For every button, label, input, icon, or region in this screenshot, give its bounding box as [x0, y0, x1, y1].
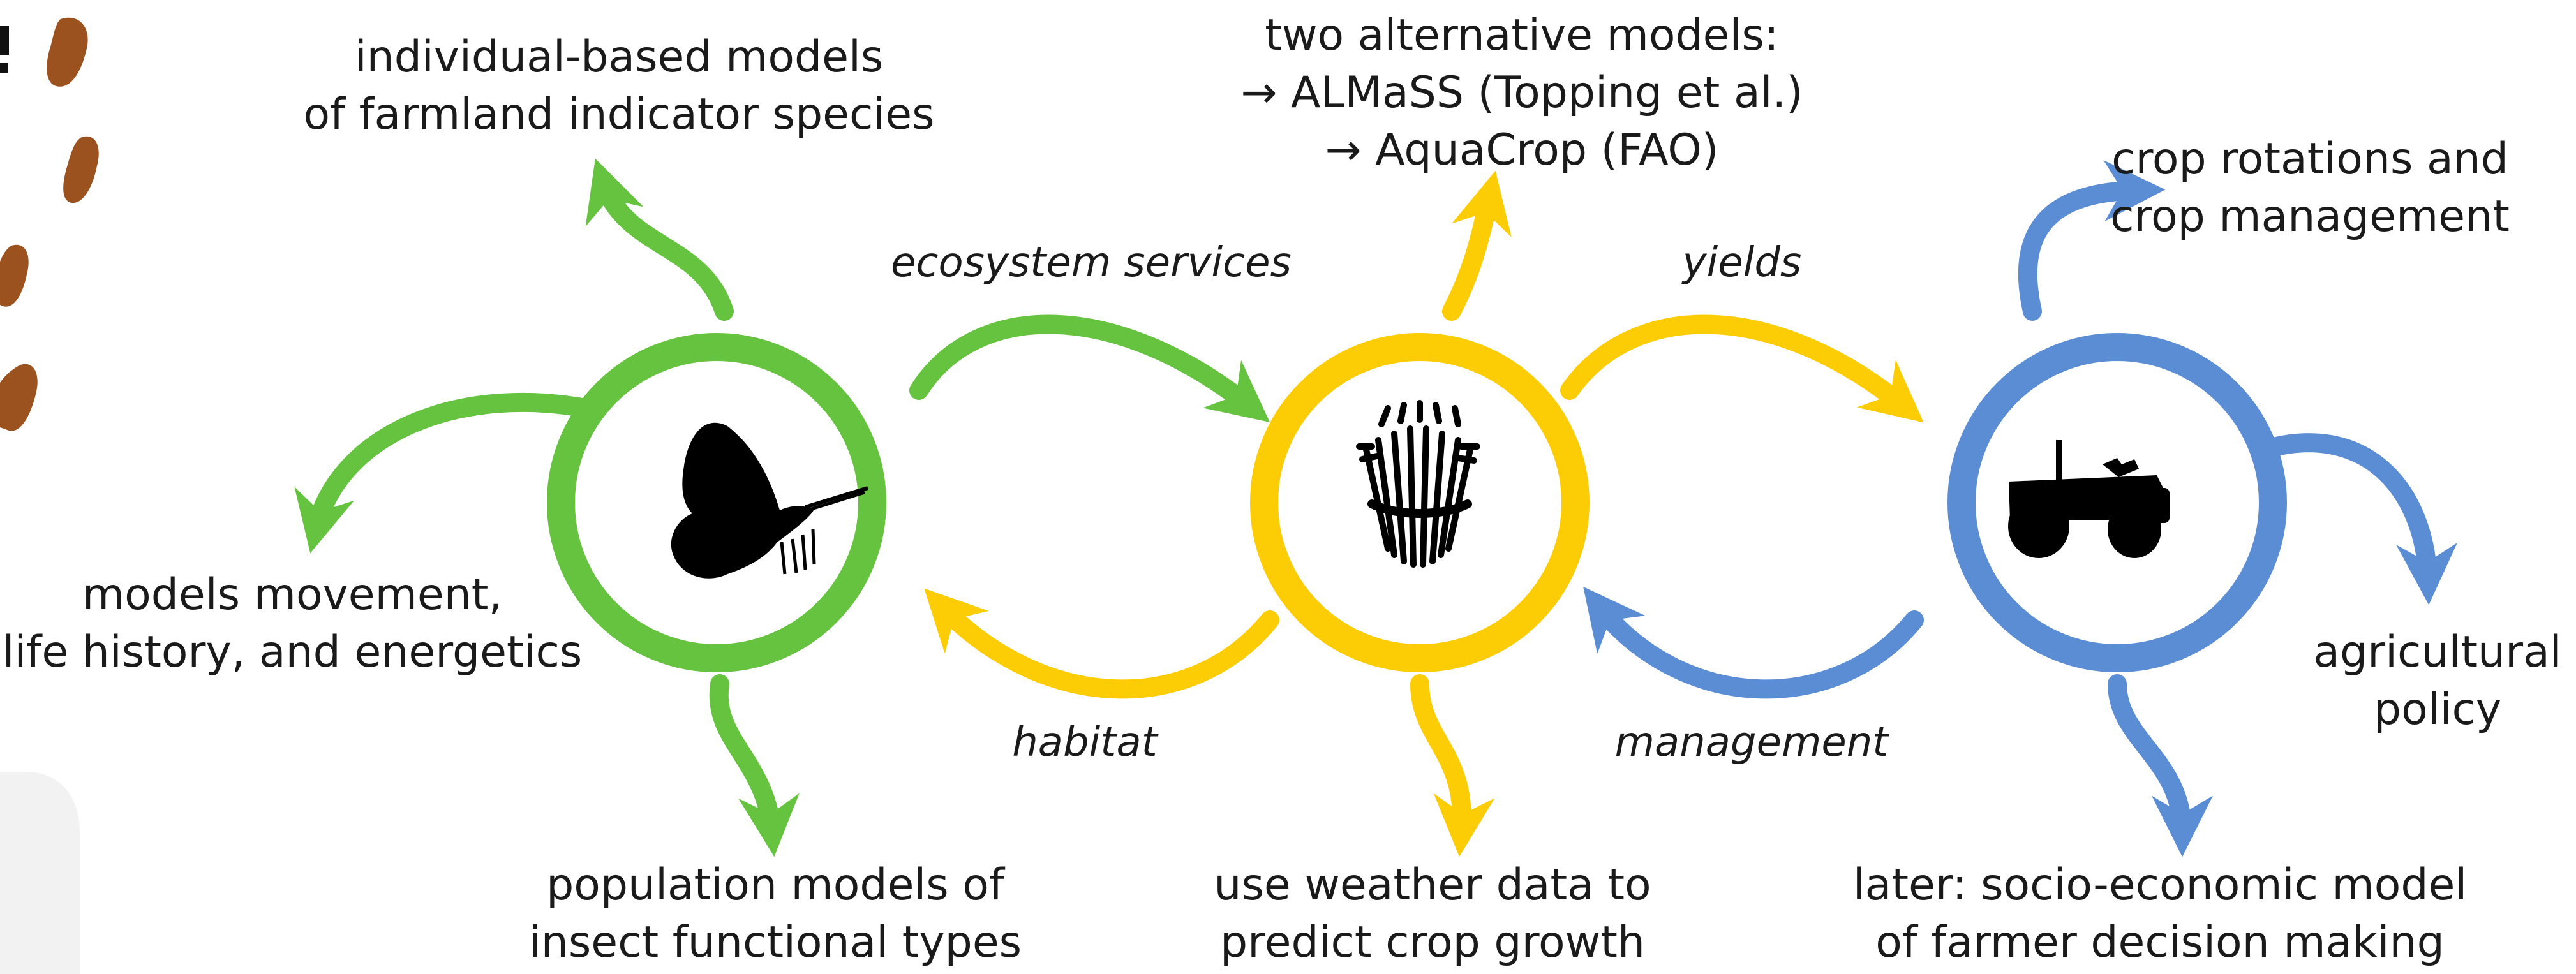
arrow-to-alternative-models: [1442, 170, 1512, 321]
policy-label-line2: policy: [2374, 684, 2501, 735]
insect-model-circle: [547, 333, 886, 672]
arrow-to-socio-economic: [2108, 674, 2213, 857]
management-label: management: [1615, 719, 1891, 766]
ibm-label-line2: of farmland indicator species: [303, 89, 934, 140]
crop-rotations-label-line1: crop rotations and: [2111, 134, 2508, 184]
crop-model-circle: [1250, 333, 1590, 672]
policy-label-line1: agricultural: [2313, 627, 2561, 677]
arrow-to-movement: [294, 392, 602, 554]
arrow-to-crop-rotations: [2018, 160, 2166, 321]
tractor-icon: [2008, 440, 2170, 558]
arrow-to-population: [709, 674, 800, 857]
movement-label-line2: life history, and energetics: [3, 627, 583, 677]
grey-panel-fragment: [0, 772, 80, 974]
yields-arrow: [1560, 314, 1924, 423]
yields-label: yields: [1681, 239, 1802, 286]
arrow-to-ibm: [585, 158, 734, 321]
alternative-models-label-line1: two alternative models:: [1265, 10, 1778, 61]
socio-economic-label-line2: of farmer decision making: [1875, 917, 2445, 968]
management-arrow: [1583, 586, 1924, 699]
farmer-model-circle: [1947, 333, 2287, 672]
ibm-label-line1: individual-based models: [355, 32, 884, 82]
population-label-line2: insect functional types: [529, 917, 1022, 968]
alternative-models-label-line2: → ALMaSS (Topping et al.): [1240, 68, 1803, 118]
crop-rotations-label-line2: crop management: [2110, 191, 2510, 242]
brown-stroke-1: [47, 17, 88, 87]
brown-stroke-2: [63, 136, 99, 203]
habitat-label: habitat: [1012, 719, 1159, 766]
brown-stroke-3: [0, 244, 29, 307]
ecosystem-services-arrow: [909, 314, 1270, 422]
weather-label-line1: use weather data to: [1214, 860, 1651, 910]
ecosystem-services-label: ecosystem services: [891, 239, 1292, 286]
alternative-models-label-line3: → AquaCrop (FAO): [1325, 125, 1719, 175]
population-label-line1: population models of: [546, 860, 1006, 910]
arrow-to-weather: [1410, 674, 1495, 857]
exclamation-dot-fragment: [0, 63, 8, 73]
wheat-sheaf-icon: [1356, 400, 1480, 568]
weather-label-line2: predict crop growth: [1220, 917, 1645, 968]
arrow-to-policy: [2254, 433, 2458, 605]
brown-stroke-4: [0, 364, 38, 431]
decorative-edge-marks: [0, 17, 99, 974]
exclamation-mark-fragment: [0, 26, 9, 55]
socio-economic-label-line1: later: socio-economic model: [1853, 860, 2467, 910]
butterfly-icon: [671, 422, 868, 579]
habitat-arrow: [924, 588, 1279, 699]
movement-label-line1: models movement,: [82, 570, 502, 620]
